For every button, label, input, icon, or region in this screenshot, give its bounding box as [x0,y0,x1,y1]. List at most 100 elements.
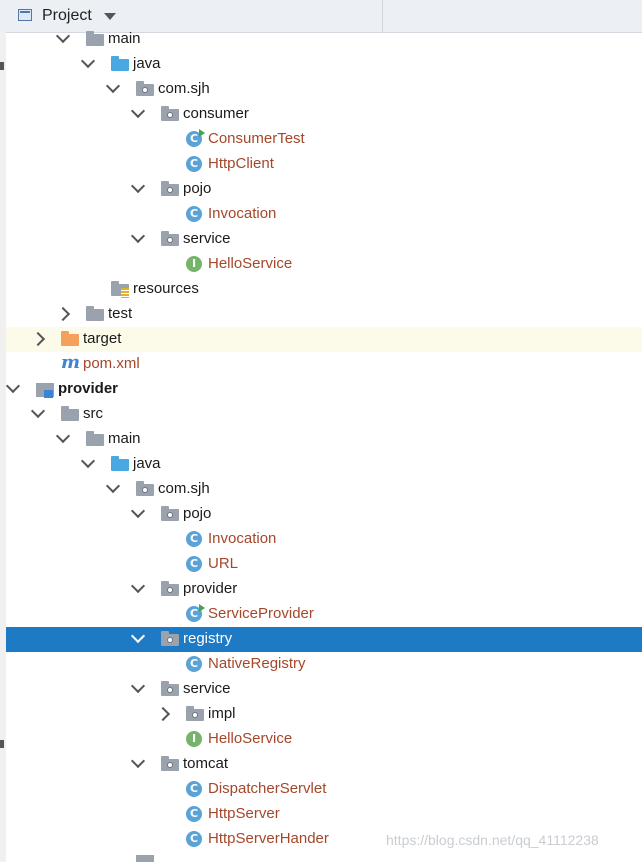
package-icon [161,681,179,696]
chevron-down-icon[interactable] [55,28,71,44]
tree-node-nativeregistry[interactable]: C NativeRegistry [6,652,642,677]
tree-node-registry[interactable]: registry [6,627,642,652]
interface-icon: I [186,731,202,747]
tree-node-label: test [108,305,133,322]
package-icon [161,181,179,196]
tree-node-label: com.sjh [158,80,210,97]
chevron-down-icon[interactable] [130,753,146,769]
tree-node-provider[interactable]: provider [5,377,642,402]
package-icon [161,231,179,246]
chevron-down-icon[interactable] [55,428,71,444]
folder-icon [86,31,104,46]
tree-node-label: main [108,30,141,47]
tree-node-com-sjh[interactable]: com.sjh [6,477,642,502]
chevron-down-icon[interactable] [30,403,46,419]
tree-node-label: java [133,55,161,72]
tree-node-service[interactable]: service [6,227,642,252]
folder-icon [86,306,104,321]
chevron-down-icon[interactable] [130,103,146,119]
tree-node-src[interactable]: src [6,402,642,427]
tree-node-main[interactable]: main [6,27,642,52]
runnable-class-icon: C [186,129,205,147]
chevron-down-icon[interactable] [130,628,146,644]
tree-node-label: java [133,455,161,472]
tree-node-label: URL [208,555,239,572]
tree-node-java[interactable]: java [6,452,642,477]
source-folder-icon [111,56,129,71]
chevron-right-icon[interactable] [155,706,171,722]
chevron-down-icon[interactable] [130,228,146,244]
tree-node-pojo[interactable]: pojo [6,177,642,202]
tree-node-tomcat[interactable]: tomcat [6,752,642,777]
tree-node-label: NativeRegistry [208,655,306,672]
tree-node-label: src [83,405,103,422]
package-icon [136,81,154,96]
project-view-title: Project [42,7,92,24]
tool-strip-marker [0,740,4,748]
tree-node-main[interactable]: main [6,427,642,452]
chevron-right-icon[interactable] [30,331,46,347]
tree-node-provider[interactable]: provider [6,577,642,602]
tree-node-pojo[interactable]: pojo [6,502,642,527]
tree-node-consumer[interactable]: consumer [6,102,642,127]
chevron-down-icon[interactable] [105,478,121,494]
chevron-down-icon[interactable] [130,503,146,519]
chevron-down-icon[interactable] [104,13,116,20]
tree-node-impl[interactable]: impl [6,702,642,727]
class-icon: C [186,656,202,672]
tree-node-label: service [183,230,231,247]
excluded-folder-icon [61,331,79,346]
chevron-down-icon[interactable] [80,453,96,469]
tree-node-java[interactable]: java [6,52,642,77]
tree-node-test[interactable]: test [6,302,642,327]
tool-strip-marker [0,62,4,70]
maven-icon: m [61,352,81,373]
project-window-icon [18,9,32,21]
tree-node-label: com.sjh [158,480,210,497]
chevron-down-icon[interactable] [130,578,146,594]
chevron-down-icon[interactable] [130,678,146,694]
tree-node-label: tomcat [183,755,229,772]
tree-node-label: HttpServer [208,805,280,822]
tree-node-label: HttpServerHander [208,830,329,847]
class-icon: C [186,831,202,847]
tree-node-resources[interactable]: resources [6,277,642,302]
left-tool-strip [0,32,6,862]
package-icon [161,756,179,771]
project-view-selector[interactable]: Project [0,0,383,32]
package-icon [136,481,154,496]
tree-node-service[interactable]: service [6,677,642,702]
tree-node-label: pojo [183,505,212,522]
source-folder-icon [111,456,129,471]
tree-node-httpserverhander[interactable]: C HttpServerHander [6,827,642,852]
tree-node-com-sjh[interactable]: com.sjh [6,77,642,102]
runnable-class-icon: C [186,604,205,622]
class-icon: C [186,556,202,572]
tree-node-label: Invocation [208,530,277,547]
tree-node-label: provider [58,380,119,397]
tree-node-label: ServiceProvider [208,605,314,622]
tree-node-label: DispatcherServlet [208,780,327,797]
watermark: https://blog.csdn.net/qq_41112238 [386,832,599,848]
chevron-down-icon[interactable] [130,178,146,194]
chevron-right-icon[interactable] [55,306,71,322]
tree-node-url[interactable]: C URL [6,552,642,577]
folder-icon [136,855,154,862]
package-icon [161,581,179,596]
interface-icon: I [186,256,202,272]
tree-node-target[interactable]: target [6,327,642,352]
chevron-down-icon[interactable] [80,53,96,69]
chevron-down-icon[interactable] [5,378,21,394]
tree-node-label: pom.xml [83,355,140,372]
chevron-down-icon[interactable] [105,78,121,94]
